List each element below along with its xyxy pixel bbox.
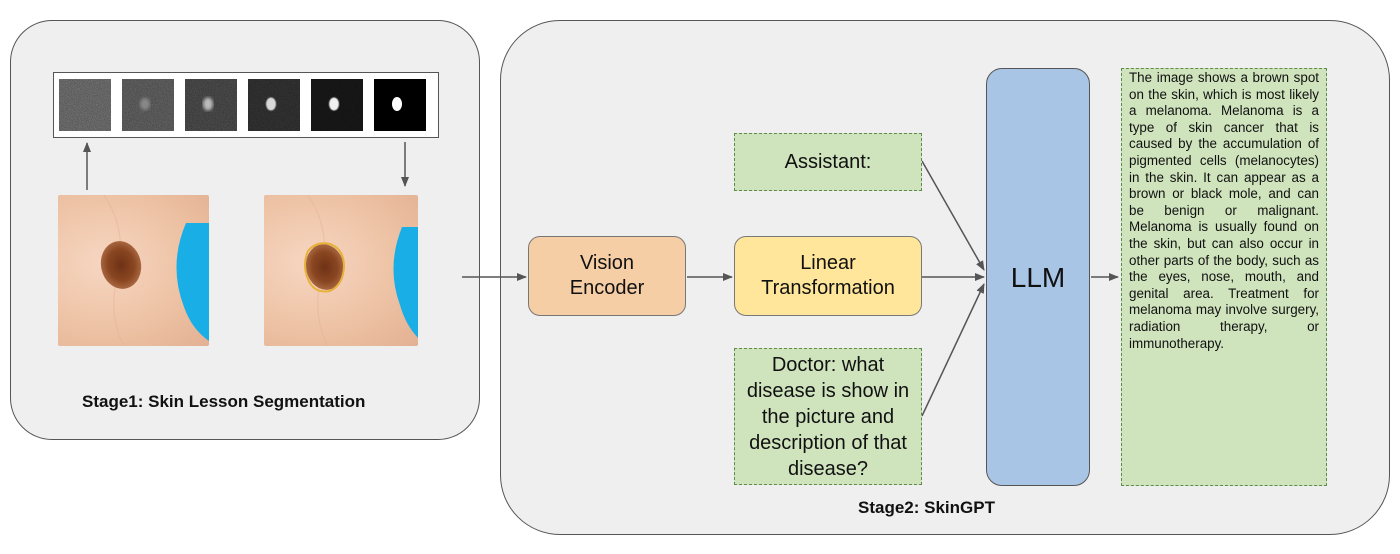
llm-box: LLM (986, 68, 1090, 486)
vision-encoder-label: Vision Encoder (569, 252, 645, 299)
mask-frame-1 (59, 79, 111, 131)
skin-lesion-image-original (58, 195, 209, 346)
mask-frame-6 (374, 79, 426, 131)
mask-sequence (59, 79, 426, 131)
arrow-assistant-to-llm (921, 160, 985, 271)
mask-frame-4 (248, 79, 300, 131)
assistant-prompt-box: Assistant: (734, 133, 922, 191)
stage2-label: Stage2: SkinGPT (858, 498, 995, 517)
llm-label: LLM (1010, 261, 1066, 293)
doctor-question-text: Doctor: what disease is show in the pict… (746, 353, 910, 480)
vision-encoder-box: Vision Encoder (528, 236, 686, 316)
assistant-label: Assistant: (784, 150, 872, 173)
skin-lesion-image-segmented (264, 195, 418, 346)
linear-transformation-label: Linear Transformation (761, 252, 895, 299)
segmentation-mask-strip (53, 72, 439, 138)
linear-transformation-box: Linear Transformation (734, 236, 922, 316)
doctor-question-box: Doctor: what disease is show in the pict… (734, 348, 922, 485)
arrow-doctor-to-llm (921, 283, 985, 417)
llm-response-text: The image shows a brown spot on the skin… (1129, 70, 1319, 351)
mask-frame-5 (311, 79, 363, 131)
llm-response-box: The image shows a brown spot on the skin… (1121, 68, 1327, 486)
mask-frame-2 (122, 79, 174, 131)
mask-frame-3 (185, 79, 237, 131)
stage1-label: Stage1: Skin Lesson Segmentation (82, 392, 366, 411)
